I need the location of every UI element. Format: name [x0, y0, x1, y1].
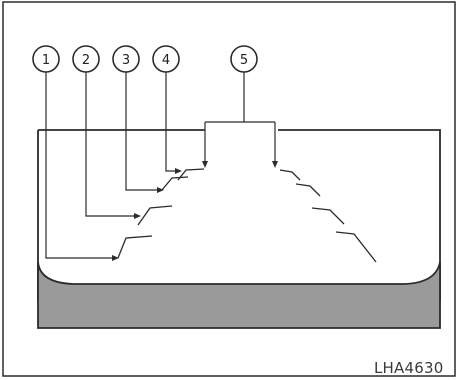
callout-circle-4	[152, 45, 180, 73]
leader-lines	[45, 72, 276, 259]
callout-4: 4	[152, 45, 180, 73]
callout-circle-5	[230, 45, 258, 73]
screen-outline	[37, 129, 441, 301]
callout-label-1: 1	[42, 53, 50, 68]
arrowheads	[112, 161, 278, 261]
guide-segment-3	[161, 176, 189, 191]
leader-5	[204, 72, 276, 162]
callout-circle-2	[72, 45, 100, 73]
callout-label-2: 2	[82, 53, 90, 68]
guide-segment-1	[117, 235, 153, 259]
callout-circle-3	[112, 45, 140, 73]
arrow-3	[157, 187, 164, 193]
left-guide-lines	[117, 168, 205, 259]
leader-2	[85, 72, 134, 217]
leader-1	[45, 72, 112, 259]
arrow-1	[112, 255, 119, 261]
guide-segment-2	[137, 205, 173, 226]
bumper-area	[37, 261, 441, 329]
right-segment-3	[311, 207, 345, 225]
callout-2: 2	[72, 45, 100, 73]
right-segment-4	[335, 231, 377, 263]
callout-label-3: 3	[122, 53, 130, 68]
leader-4	[165, 72, 176, 172]
callout-label-4: 4	[162, 53, 170, 68]
arrow-5b	[272, 161, 278, 168]
callout-3: 3	[112, 45, 140, 73]
arrow-4	[175, 168, 182, 174]
right-segment-1	[279, 169, 301, 181]
callout-label-5: 5	[240, 53, 248, 68]
right-segment-2	[295, 183, 321, 197]
right-guide-lines	[279, 169, 377, 263]
callout-5: 5	[230, 45, 258, 73]
callout-circle-1	[32, 45, 60, 73]
arrow-5a	[202, 161, 208, 168]
leader-3	[125, 72, 158, 191]
guide-segment-4	[177, 168, 205, 181]
arrow-2	[134, 213, 141, 219]
figure-code: LHA4630	[374, 359, 444, 377]
callout-1: 1	[32, 45, 60, 73]
